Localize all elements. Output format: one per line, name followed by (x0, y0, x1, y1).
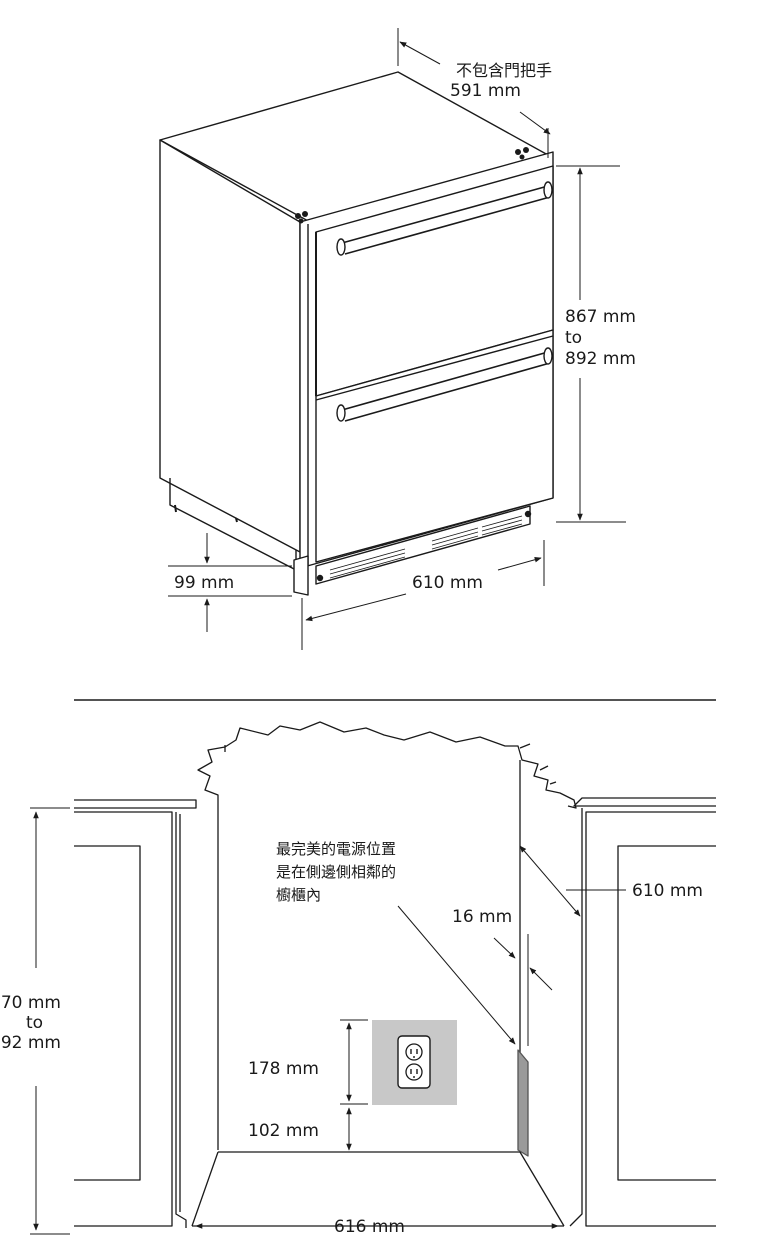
cabinet-depth-label: 610 mm (632, 881, 703, 901)
upper-drawer-handle (341, 185, 551, 255)
width-dimension-label: 610 mm (412, 573, 483, 593)
depth-dimension-label: 591 mm (450, 81, 521, 101)
right-cabinet (573, 797, 716, 807)
opening-height-line1: 870 mm (0, 993, 61, 1013)
top-dimension-lines (168, 28, 626, 650)
lower-drawer (315, 329, 554, 563)
outlet-offset-label: 102 mm (248, 1121, 319, 1141)
opening-height-line3: 892 mm (0, 1033, 61, 1053)
appliance-drawing (159, 71, 554, 596)
toe-kick-dimension-label: 99 mm (174, 573, 234, 593)
left-cabinet (74, 799, 197, 809)
broken-wall-edge (197, 721, 577, 1150)
opening-width-label: 616 mm (334, 1217, 405, 1237)
height-dimension-line1: 867 mm (565, 307, 636, 327)
side-gap-label: 16 mm (452, 907, 512, 927)
lower-drawer-handle (341, 351, 551, 422)
opening-height-line2: to (26, 1013, 43, 1033)
outlet-note-line3: 櫥櫃內 (276, 886, 321, 904)
depth-note-label: 不包含門把手 (456, 61, 552, 80)
height-dimension-line2: to (565, 328, 582, 348)
outlet-note-line1: 最完美的電源位置 (276, 840, 396, 858)
height-dimension-line3: 892 mm (565, 349, 636, 369)
outlet-height-label: 178 mm (248, 1059, 319, 1079)
cabinet-opening-drawing (74, 699, 716, 1228)
vent-grille (315, 505, 531, 585)
toe-kick-block (293, 555, 309, 596)
outlet-note-line2: 是在側邊側相鄰的 (276, 863, 396, 881)
bottom-dimension-lines (30, 807, 626, 1235)
